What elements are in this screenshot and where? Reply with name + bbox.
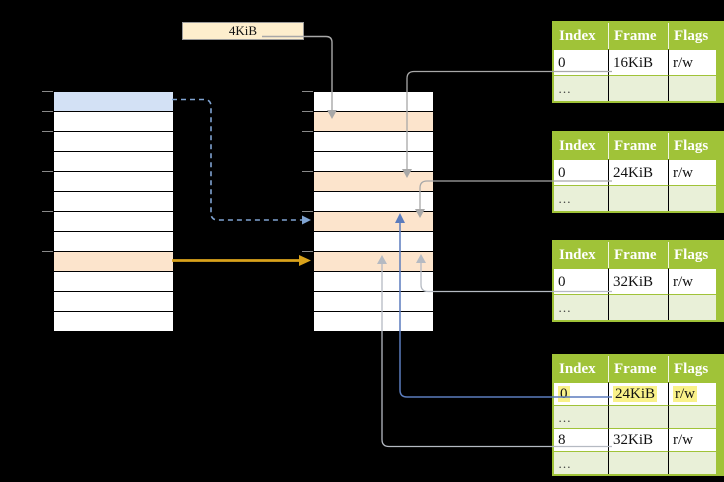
column-header: Frame: [609, 23, 669, 49]
entry-cell: r/w: [669, 382, 716, 405]
address-tick: [302, 111, 313, 112]
memory-cell: [314, 132, 433, 152]
ellipsis-cell: [669, 294, 716, 320]
memory-cell: [314, 252, 433, 272]
memory-cell: [314, 232, 433, 252]
entry-cell: 24KiB: [609, 159, 669, 185]
memory-cell: [54, 272, 173, 292]
memory-cell: [314, 212, 433, 232]
ellipsis-cell: [609, 185, 669, 211]
entry-cell: r/w: [669, 159, 716, 185]
ellipsis-cell: [609, 451, 669, 474]
address-tick: [302, 91, 313, 92]
ellipsis-cell: [669, 75, 716, 101]
ellipsis-cell: [609, 75, 669, 101]
memory-cell: [54, 112, 173, 132]
ellipsis-cell: [669, 185, 716, 211]
address-tick: [302, 211, 313, 212]
page-size-label: 4KiB: [182, 22, 304, 40]
entry-cell: 8: [554, 428, 609, 451]
memory-cell: [314, 152, 433, 172]
memory-cell: [54, 132, 173, 152]
highlighted-value: 0: [558, 386, 570, 402]
memory-cell: [54, 292, 173, 312]
memory-cell: [314, 292, 433, 312]
memory-cell: [314, 192, 433, 212]
memory-cell: [314, 92, 433, 112]
column-header: Index: [554, 242, 609, 268]
memory-cell: [54, 92, 173, 112]
ellipsis-cell: …: [554, 451, 609, 474]
virtual-memory-column: [42, 91, 174, 333]
column-header: Flags: [669, 242, 716, 268]
entry-cell: 0: [554, 382, 609, 405]
address-tick: [42, 91, 53, 92]
arrow-virtual8-to-entry-head: [299, 255, 311, 266]
memory-cell: [314, 172, 433, 192]
address-tick: [302, 171, 313, 172]
address-tick: [302, 131, 313, 132]
ellipsis-cell: [669, 405, 716, 428]
column-header: Index: [554, 356, 609, 382]
physical-memory-column: [302, 91, 434, 333]
ellipsis-cell: [609, 405, 669, 428]
entry-cell: r/w: [669, 268, 716, 294]
ellipsis-cell: [609, 294, 669, 320]
arrow-virtual0-to-entry-head: [302, 215, 311, 225]
address-tick: [302, 251, 313, 252]
memory-cell: [54, 252, 173, 272]
entry-cell: 24KiB: [609, 382, 669, 405]
address-tick: [42, 171, 53, 172]
column-header: Index: [554, 23, 609, 49]
address-tick: [42, 211, 53, 212]
column-header: Frame: [609, 133, 669, 159]
ellipsis-cell: …: [554, 185, 609, 211]
ellipsis-cell: …: [554, 75, 609, 101]
ellipsis-cell: …: [554, 405, 609, 428]
page-size-text: 4KiB: [228, 23, 258, 38]
highlighted-value: r/w: [673, 386, 697, 402]
entry-cell: 16KiB: [609, 49, 669, 75]
arrow-virtual0-to-entry-line: [172, 98, 302, 221]
memory-cell: [54, 212, 173, 232]
address-tick: [42, 131, 53, 132]
memory-cell: [314, 112, 433, 132]
memory-cell: [54, 312, 173, 332]
ellipsis-cell: …: [554, 294, 609, 320]
memory-cell: [54, 192, 173, 212]
entry-cell: 0: [554, 268, 609, 294]
ellipsis-cell: [669, 451, 716, 474]
memory-cell: [54, 172, 173, 192]
highlighted-value: 24KiB: [613, 386, 658, 402]
entry-cell: 0: [554, 49, 609, 75]
memory-cell: [314, 312, 433, 332]
column-header: Flags: [669, 356, 716, 382]
column-header: Frame: [609, 356, 669, 382]
entry-cell: 32KiB: [609, 428, 669, 451]
memory-cell: [54, 232, 173, 252]
memory-cell: [314, 272, 433, 292]
address-tick: [42, 111, 53, 112]
memory-cell: [54, 152, 173, 172]
entry-cell: 32KiB: [609, 268, 669, 294]
column-header: Index: [554, 133, 609, 159]
entry-cell: 0: [554, 159, 609, 185]
column-header: Frame: [609, 242, 669, 268]
column-header: Flags: [669, 23, 716, 49]
address-tick: [42, 251, 53, 252]
entry-cell: r/w: [669, 428, 716, 451]
entry-cell: r/w: [669, 49, 716, 75]
column-header: Flags: [669, 133, 716, 159]
